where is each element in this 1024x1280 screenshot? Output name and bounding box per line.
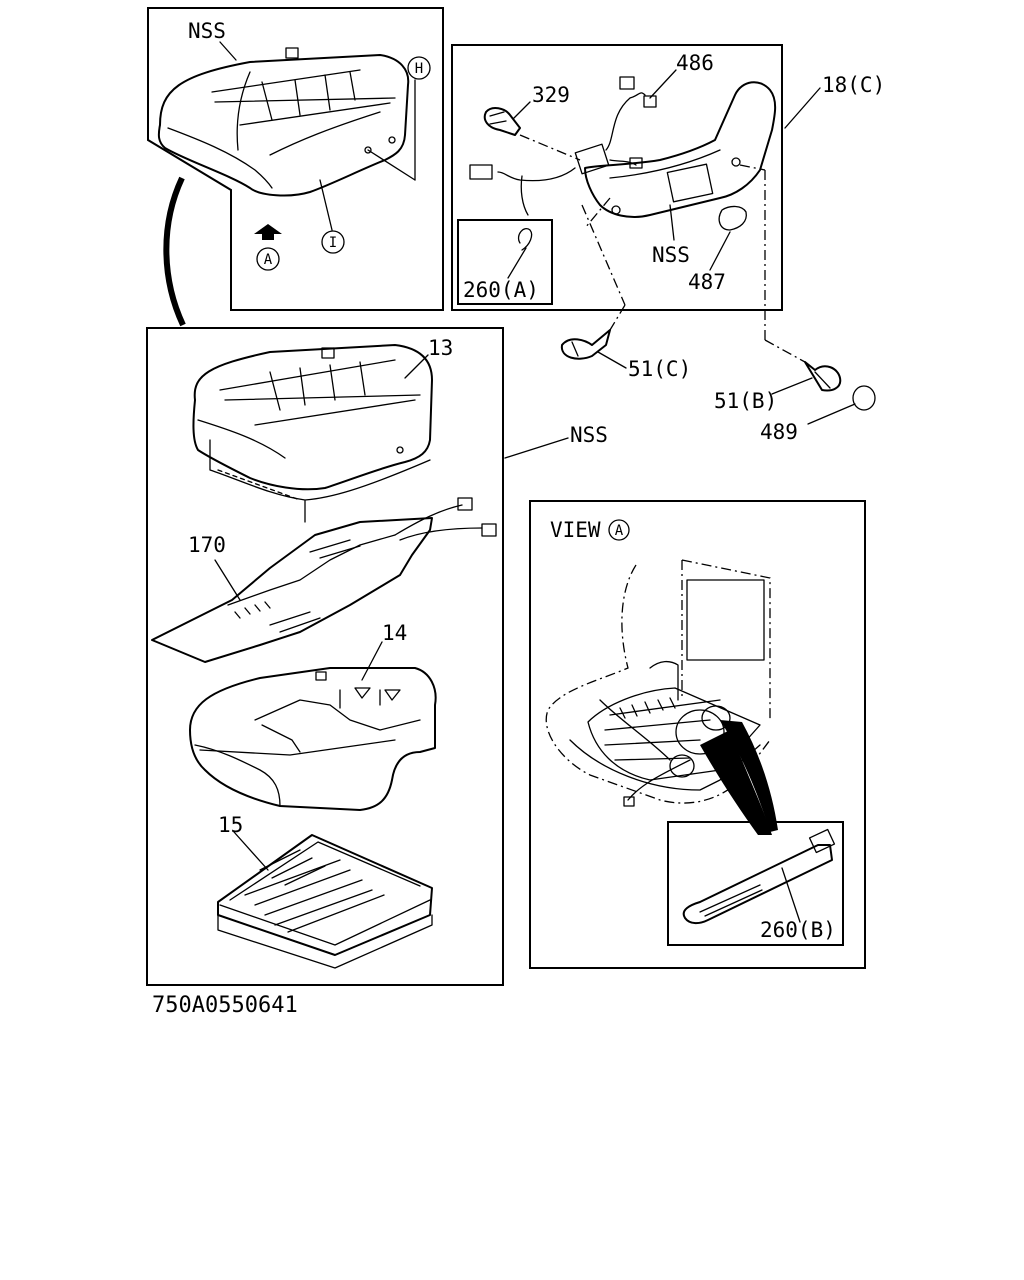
callout-i-label: I bbox=[329, 235, 337, 251]
view-a-circle-label: A bbox=[615, 523, 624, 539]
nss-mid-label: NSS bbox=[570, 423, 608, 447]
part-487-label: 487 bbox=[688, 270, 726, 294]
part-260b-label: 260(B) bbox=[760, 918, 836, 942]
part-51c-label: 51(C) bbox=[628, 357, 691, 381]
inset-frame-260a bbox=[457, 219, 553, 305]
heater-mat-170 bbox=[151, 497, 497, 663]
view-a-frame bbox=[529, 500, 866, 969]
top-seat-cushion bbox=[157, 47, 416, 240]
view-a-title: VIEW bbox=[550, 518, 601, 542]
part-18c-label: 18(C) bbox=[822, 73, 885, 97]
part-51b-label: 51(B) bbox=[714, 389, 777, 413]
top-right-frame bbox=[451, 44, 783, 311]
curved-pointer bbox=[163, 176, 186, 327]
callout-h-label: H bbox=[415, 61, 423, 77]
drawing-code: 750A0550641 bbox=[152, 993, 298, 1018]
part-170-label: 170 bbox=[188, 533, 226, 557]
part-329-label: 329 bbox=[532, 83, 570, 107]
part-14-label: 14 bbox=[382, 621, 407, 645]
side-cover-assembly bbox=[469, 76, 876, 411]
part-15-label: 15 bbox=[218, 813, 243, 837]
part-13-label: 13 bbox=[428, 336, 453, 360]
part-486-label: 486 bbox=[676, 51, 714, 75]
top-left-frame bbox=[147, 7, 444, 311]
cushion-pad-14 bbox=[189, 667, 437, 811]
cable-tie-260b bbox=[682, 828, 836, 925]
nss-right-label: NSS bbox=[652, 243, 690, 267]
callout-a-label: A bbox=[264, 252, 273, 268]
seat-frame-15 bbox=[217, 834, 433, 969]
view-a-seat bbox=[545, 559, 778, 835]
seat-cover-13 bbox=[192, 344, 433, 523]
part-260a-label: 260(A) bbox=[463, 278, 539, 302]
part-489-label: 489 bbox=[760, 420, 798, 444]
middle-frame bbox=[146, 327, 504, 986]
nss-top-label: NSS bbox=[188, 19, 226, 43]
view-arrow-icon bbox=[254, 224, 282, 240]
